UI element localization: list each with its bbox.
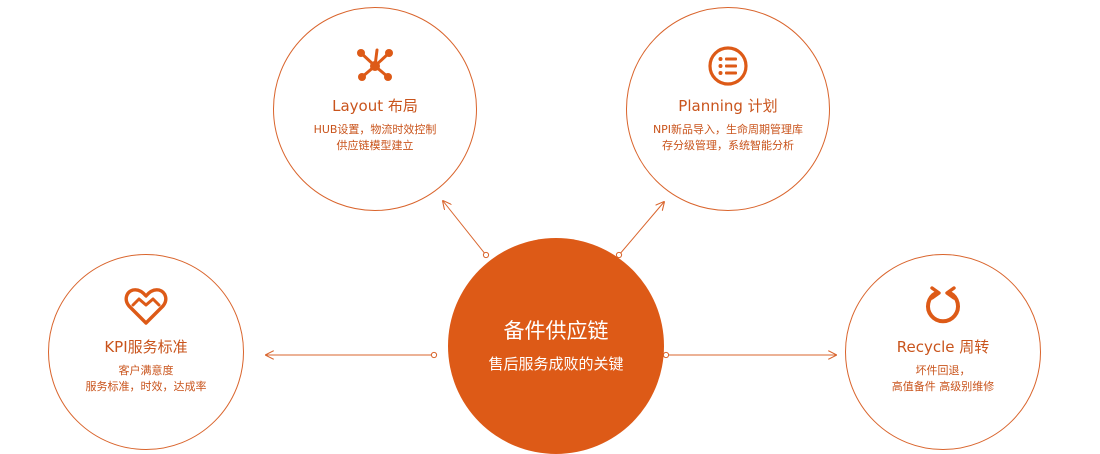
kpi-description: 客户满意度 服务标准，时效，达成率 [86,363,207,395]
recycle-node: Recycle 周转 坏件回退， 高值备件 高级别维修 [845,254,1041,450]
center-subtitle: 售后服务成败的关键 [488,355,624,373]
layout-desc-line: HUB设置，物流时效控制 [313,123,437,136]
planning-title: Planning 计划 [678,97,778,115]
layout-node: Layout 布局 HUB设置，物流时效控制 供应链模型建立 [273,7,477,211]
layout-title: Layout 布局 [332,97,418,115]
recycle-desc-line: 高值备件 高级别维修 [891,380,995,393]
layout-description: HUB设置，物流时效控制 供应链模型建立 [314,122,437,154]
planning-desc-line: NPI新品导入，生命周期管理库 [652,123,804,136]
recycle-title: Recycle 周转 [896,338,990,356]
recycle-loop-icon [919,283,967,331]
connector-to-layout [443,201,490,259]
connector-to-kpi [266,352,438,357]
layout-desc-line: 供应链模型建立 [336,139,414,152]
kpi-node: KPI服务标准 客户满意度 服务标准，时效，达成率 [48,254,244,450]
recycle-desc-line: 坏件回退， [915,364,971,377]
recycle-description: 坏件回退， 高值备件 高级别维修 [892,363,995,395]
hub-network-icon [351,42,399,90]
planning-desc-line: 存分级管理，系统智能分析 [661,139,794,152]
list-icon [704,42,752,90]
connector-to-planning [615,202,664,259]
heart-icon [122,283,170,331]
kpi-desc-line: 客户满意度 [118,364,174,377]
center-hub: 备件供应链 售后服务成败的关键 [448,238,664,454]
planning-description: NPI新品导入，生命周期管理库 存分级管理，系统智能分析 [653,122,803,154]
planning-node: Planning 计划 NPI新品导入，生命周期管理库 存分级管理，系统智能分析 [626,7,830,211]
center-title: 备件供应链 [503,319,609,343]
connector-to-recycle [662,352,836,357]
kpi-desc-line: 服务标准，时效，达成率 [85,380,207,393]
kpi-title: KPI服务标准 [104,338,188,356]
